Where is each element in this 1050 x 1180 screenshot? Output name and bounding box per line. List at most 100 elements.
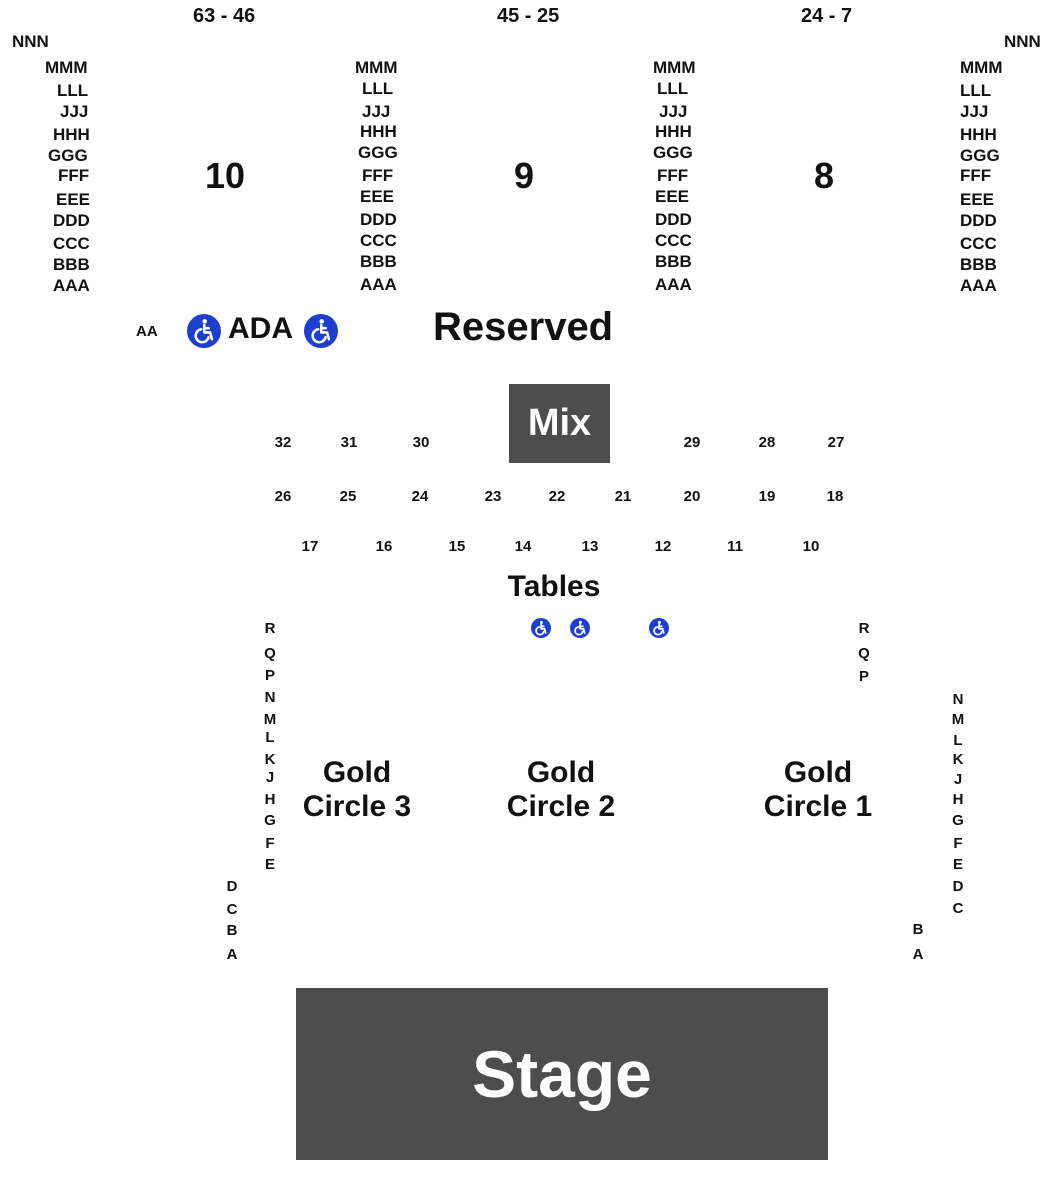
ada-label: ADA (228, 312, 293, 345)
table-31[interactable]: 31 (340, 434, 358, 451)
gold-circle-line: Gold (783, 756, 853, 789)
row-label: HHH (655, 122, 692, 141)
section-8[interactable]: 8 (814, 155, 835, 196)
gold-circle-line: Gold (526, 756, 596, 789)
stage: Stage (296, 988, 828, 1160)
row-label: HHH (53, 125, 90, 144)
row-label: M (263, 711, 277, 728)
row-label: JJJ (60, 102, 89, 121)
row-nnn-left: NNN (12, 32, 49, 51)
gold-circle-1-section[interactable]: Gold Circle 1 (764, 756, 872, 824)
row-label: C (952, 900, 964, 917)
table-15[interactable]: 15 (448, 538, 466, 555)
row-label: MMM (653, 58, 696, 77)
row-label: BBB (53, 255, 90, 274)
mix-position: Mix (509, 384, 610, 463)
row-label: DDD (53, 211, 90, 230)
table-22[interactable]: 22 (548, 488, 566, 505)
gold-circle-3-section[interactable]: Gold Circle 3 (303, 756, 411, 824)
table-28[interactable]: 28 (758, 434, 776, 451)
row-label: B (226, 922, 238, 939)
row-label: AAA (53, 276, 90, 295)
table-13[interactable]: 13 (581, 538, 599, 555)
row-label: K (264, 751, 276, 768)
row-label: G (264, 812, 276, 829)
gold-circle-line: Circle 2 (506, 790, 616, 823)
section-10[interactable]: 10 (205, 155, 246, 196)
row-label: Q (264, 645, 276, 662)
row-label: LLL (362, 79, 394, 98)
row-label: N (952, 691, 964, 708)
row-label: P (264, 667, 276, 684)
table-19[interactable]: 19 (758, 488, 776, 505)
row-label: JJJ (960, 102, 989, 121)
row-label: D (952, 878, 964, 895)
table-12[interactable]: 12 (654, 538, 672, 555)
gold-circle-line: Circle 3 (302, 790, 412, 823)
row-label: FFF (58, 166, 90, 185)
table-18[interactable]: 18 (826, 488, 844, 505)
row-label: MMM (960, 58, 1003, 77)
row-label: J (265, 769, 275, 786)
table-29[interactable]: 29 (683, 434, 701, 451)
table-32[interactable]: 32 (274, 434, 292, 451)
row-label: E (952, 856, 964, 873)
row-label: HHH (360, 122, 397, 141)
reserved-section-label[interactable]: Reserved (433, 305, 614, 349)
row-label: BBB (960, 255, 997, 274)
row-label: F (265, 835, 275, 852)
row-label: BBB (655, 252, 692, 271)
row-label: H (264, 791, 276, 808)
tables-section-label[interactable]: Tables (507, 570, 601, 603)
wheelchair-icon (649, 618, 669, 638)
section-8-seat-range: 24 - 7 (801, 5, 853, 27)
row-label: AAA (655, 275, 692, 294)
table-23[interactable]: 23 (484, 488, 502, 505)
table-25[interactable]: 25 (339, 488, 357, 505)
row-label: P (858, 668, 870, 685)
row-label: M (951, 711, 965, 728)
table-17[interactable]: 17 (301, 538, 319, 555)
table-30[interactable]: 30 (412, 434, 430, 451)
wheelchair-icon (304, 314, 338, 348)
row-label: B (912, 921, 924, 938)
row-label: BBB (360, 252, 397, 271)
table-26[interactable]: 26 (274, 488, 292, 505)
section-9-seat-range: 45 - 25 (497, 5, 560, 27)
row-label: A (912, 946, 924, 963)
row-label: JJJ (659, 102, 688, 121)
row-label: E (264, 856, 276, 873)
table-11[interactable]: 11 (727, 538, 743, 555)
row-label: C (226, 901, 238, 918)
row-label: EEE (960, 190, 995, 209)
row-label: LLL (960, 81, 992, 100)
table-14[interactable]: 14 (514, 538, 532, 555)
row-label: DDD (360, 210, 397, 229)
row-label: CCC (360, 231, 397, 250)
row-label: CCC (960, 234, 997, 253)
row-label: DDD (960, 211, 997, 230)
section-10-seat-range: 63 - 46 (193, 5, 256, 27)
wheelchair-icon (531, 618, 551, 638)
gold-circle-line: Gold (322, 756, 392, 789)
row-label: CCC (655, 231, 692, 250)
gold-circle-2-section[interactable]: Gold Circle 2 (507, 756, 615, 824)
row-label: FFF (960, 166, 992, 185)
row-label: FFF (657, 166, 689, 185)
table-20[interactable]: 20 (683, 488, 701, 505)
row-label: K (952, 751, 964, 768)
table-21[interactable]: 21 (614, 488, 632, 505)
row-label: G (952, 812, 964, 829)
row-label: F (953, 835, 963, 852)
table-24[interactable]: 24 (411, 488, 429, 505)
row-label: MMM (355, 58, 398, 77)
table-10[interactable]: 10 (802, 538, 820, 555)
row-nnn-right: NNN (1004, 32, 1041, 51)
row-label: GGG (960, 146, 1000, 165)
table-16[interactable]: 16 (375, 538, 393, 555)
row-label: L (953, 732, 963, 749)
row-label: Q (858, 645, 870, 662)
row-label: R (858, 620, 870, 637)
section-9[interactable]: 9 (514, 155, 535, 196)
table-27[interactable]: 27 (827, 434, 845, 451)
